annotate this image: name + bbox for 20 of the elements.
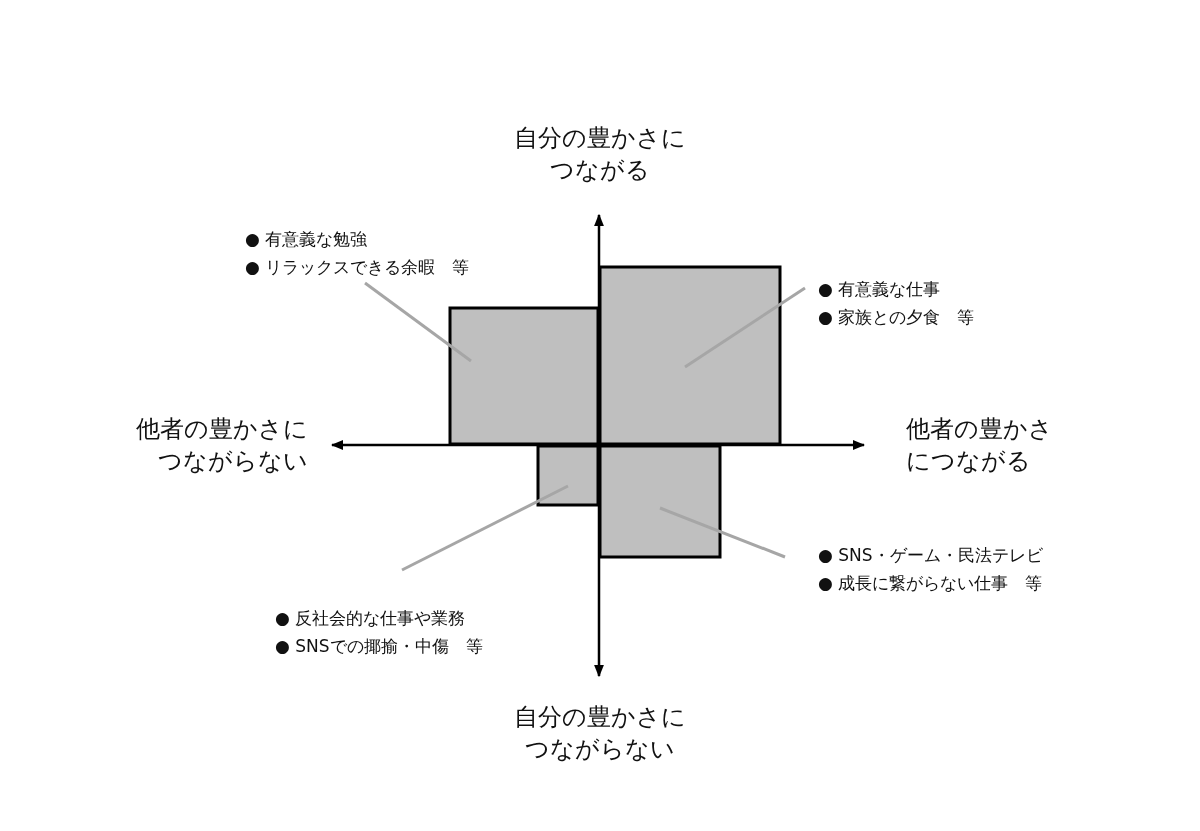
quadrant-bar	[598, 444, 722, 559]
bullet-item: ● SNS・ゲーム・民法テレビ	[818, 544, 1043, 567]
bullet-item: ● 有意義な仕事	[818, 278, 941, 301]
bullet-item: ● 反社会的な仕事や業務	[275, 607, 466, 630]
axis-label: 他者の豊かさにつながらない	[135, 414, 308, 477]
quadrant-bar	[448, 306, 600, 446]
axis-label: 自分の豊かさにつながらない	[513, 702, 687, 765]
bullet-item: ● リラックスできる余暇 等	[245, 256, 470, 279]
quadrant-bar	[598, 265, 782, 446]
bullet-item: ● 成長に繋がらない仕事 等	[818, 572, 1043, 595]
leader-line	[401, 484, 569, 572]
axis-label: 他者の豊かさにつながる	[906, 414, 1054, 477]
bullet-item: ● 有意義な勉強	[245, 228, 368, 251]
leader-line	[684, 286, 806, 369]
leader-line	[659, 506, 786, 559]
quadrant-bar	[536, 444, 600, 507]
leader-line	[364, 281, 472, 363]
bullet-item: ● SNSでの揶揄・中傷 等	[275, 635, 483, 658]
axis-label: 自分の豊かさにつながる	[513, 123, 687, 186]
bullet-item: ● 家族との夕食 等	[818, 306, 975, 329]
